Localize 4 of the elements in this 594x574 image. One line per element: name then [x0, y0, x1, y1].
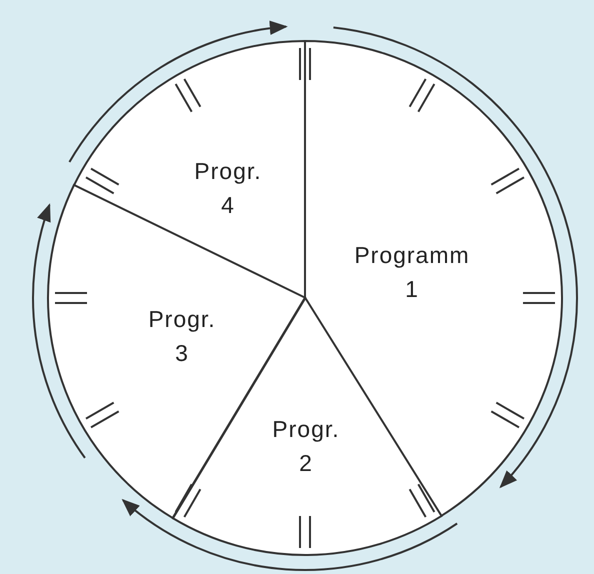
sector-label: Progr. 4: [193, 157, 263, 220]
sector-label: Programm 1: [353, 241, 471, 304]
sector-label: Progr. 3: [147, 304, 217, 368]
sector-label: Progr. 2: [271, 415, 341, 478]
